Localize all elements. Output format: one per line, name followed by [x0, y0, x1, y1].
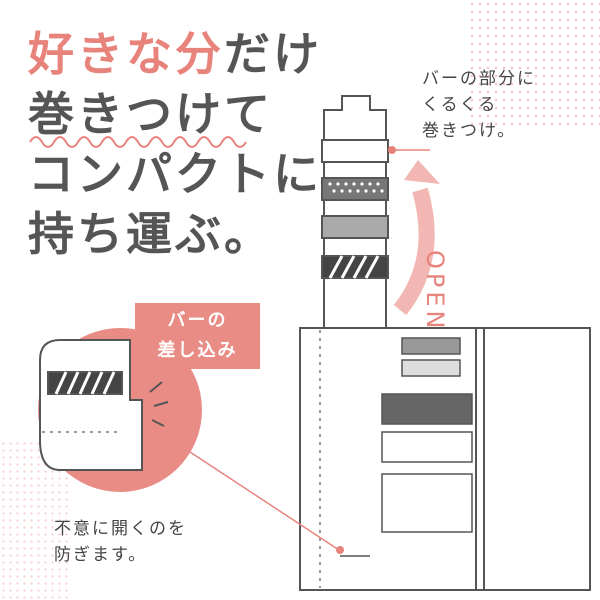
callout-top-line-3: 巻きつけ。	[422, 121, 517, 141]
squiggle-underline	[29, 136, 247, 148]
headline: 好きな分だけ 巻きつけて コンパクトに 持ち運ぶ。	[28, 24, 322, 264]
callout-top: バーの部分に くるくる 巻きつけ。	[422, 66, 536, 144]
callout-bottom: 不意に開くのを 防ぎます。	[54, 516, 187, 568]
headline-accent: 好きな分	[28, 27, 224, 81]
tape-white	[321, 139, 389, 163]
headline-line-4: 持ち運ぶ。	[28, 207, 273, 261]
wrap-bar	[323, 95, 387, 330]
headline-rest: だけ	[224, 27, 322, 81]
tape-dotted	[321, 177, 389, 201]
open-arrow	[393, 187, 435, 315]
callout-bottom-line-2: 防ぎます。	[54, 545, 148, 565]
headline-line-2: 巻きつけて	[28, 87, 273, 141]
tape-gray	[321, 215, 389, 239]
open-label: OPEN	[421, 250, 449, 333]
callout-box: バーの 差し込み	[135, 303, 260, 369]
callout-box-line-2: 差し込み	[157, 340, 238, 361]
callout-box-line-1: バーの	[167, 310, 228, 331]
callout-bottom-line-1: 不意に開くのを	[54, 519, 187, 539]
callout-top-line-2: くるくる	[422, 95, 498, 115]
zoom-detail	[39, 339, 169, 471]
headline-line-3: コンパクトに	[28, 147, 322, 201]
dot-pattern-top-right	[468, 0, 600, 128]
callout-top-line-1: バーの部分に	[422, 69, 536, 89]
headline-line-1: 好きな分だけ	[28, 24, 322, 84]
